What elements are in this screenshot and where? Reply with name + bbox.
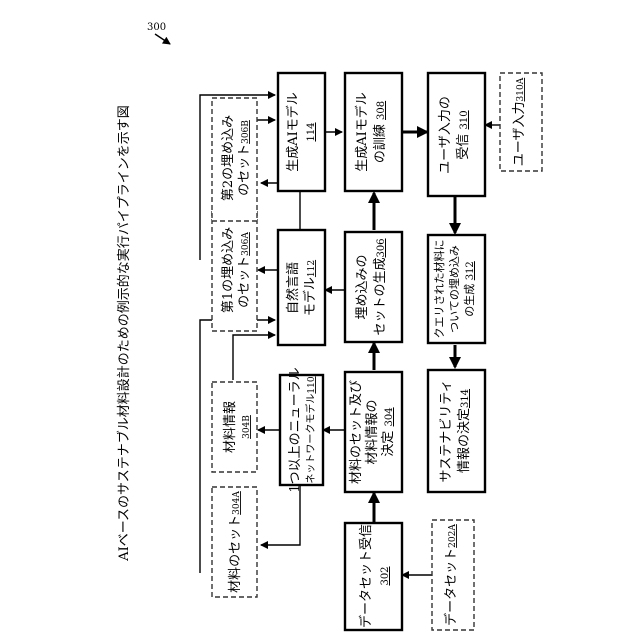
svg-text:自然言語: 自然言語	[285, 262, 301, 314]
svg-text:生成AIモデル: 生成AIモデル	[354, 92, 370, 172]
svg-text:第2の埋め込み: 第2の埋め込み	[221, 115, 236, 201]
svg-text:材料のセット及び: 材料のセット及び	[349, 380, 364, 484]
material-set-box: 材料のセット304A	[212, 487, 257, 597]
svg-text:情報の決定314: 情報の決定314	[457, 389, 472, 473]
svg-text:302: 302	[380, 566, 391, 585]
svg-text:材料情報の: 材料情報の	[365, 399, 380, 464]
svg-text:データセット受信: データセット受信	[358, 524, 374, 628]
svg-text:セットの生成306: セットの生成306	[373, 238, 388, 335]
svg-text:の生成 312: の生成 312	[462, 261, 476, 317]
svg-text:1つ以上のニューラル: 1つ以上のニューラル	[288, 367, 303, 492]
material-info-box: 材料情報 304B	[212, 382, 257, 472]
svg-text:クエリされた材料に: クエリされた材料に	[432, 240, 446, 339]
data-set-box: データセット202A	[432, 520, 474, 630]
svg-text:第1の埋め込み: 第1の埋め込み	[221, 227, 236, 313]
svg-text:埋め込みの: 埋め込みの	[355, 254, 370, 319]
svg-text:AIベースのサステナブル材料設計のための例示的な実行パイプラ: AIベースのサステナブル材料設計のための例示的な実行パイプラインを示す図	[116, 105, 132, 562]
first-embedding-set-box: 第1の埋め込み のセット306A	[212, 208, 257, 331]
svg-text:ユーザ入力の: ユーザ入力の	[438, 96, 453, 174]
step-receive-user-input: ユーザ入力の 受信 310	[428, 73, 485, 196]
figure-number: 300	[147, 22, 166, 33]
svg-text:サステナビリティ: サステナビリティ	[439, 380, 454, 483]
generative-model-box: 生成AIモデル 114	[278, 73, 325, 191]
neural-network-box: 1つ以上のニューラル ネットワークモデル110	[280, 367, 323, 492]
user-input-box: ユーザ入力310A	[500, 73, 542, 171]
figure-title: AIベースのサステナブル材料設計のための例示的な実行パイプラインを示す図	[116, 105, 132, 562]
arrow-info-to-language-model	[233, 335, 275, 380]
step-sustainability-info: サステナビリティ 情報の決定314	[428, 370, 485, 492]
step-query-embeddings: クエリされた材料に ついての埋め込み の生成 312	[428, 235, 485, 343]
step-generate-embeddings: 埋め込みの セットの生成306	[345, 232, 402, 342]
step-receive-dataset: データセット受信 302	[345, 523, 402, 630]
figure-number-leader	[155, 34, 170, 44]
second-embedding-set-box: 第2の埋め込み のセット306B	[212, 98, 257, 221]
svg-text:生成AIモデル: 生成AIモデル	[285, 92, 301, 172]
step-train-generative-model: 生成AIモデル の訓練 308	[345, 73, 402, 191]
language-model-box: 自然言語 モデル112	[278, 230, 325, 345]
svg-text:受信 310: 受信 310	[456, 110, 471, 159]
svg-text:ついての埋め込み: ついての埋め込み	[448, 245, 461, 333]
svg-text:決定 304: 決定 304	[381, 407, 396, 456]
step-determine-materials: 材料のセット及び 材料情報の 決定 304	[345, 372, 402, 492]
arrow-network-to-materials	[261, 485, 300, 545]
svg-text:304B: 304B	[242, 415, 252, 439]
svg-text:114: 114	[306, 122, 317, 141]
svg-text:材料情報: 材料情報	[223, 401, 238, 453]
